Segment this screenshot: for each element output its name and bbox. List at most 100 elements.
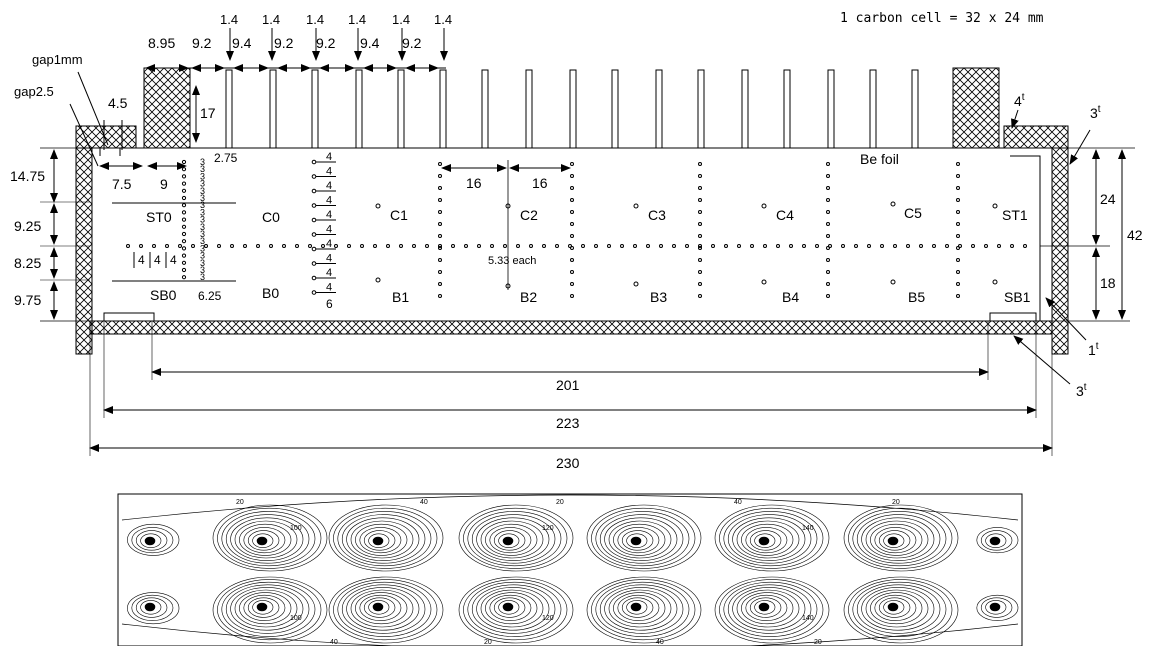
wire-point bbox=[181, 203, 187, 208]
contour-ring bbox=[741, 523, 794, 556]
wire-point bbox=[311, 246, 317, 252]
contour-peak bbox=[257, 603, 267, 611]
contour-ring bbox=[221, 581, 316, 637]
wire-point bbox=[399, 244, 403, 248]
wire-point bbox=[334, 244, 338, 248]
contour-ring bbox=[127, 523, 180, 556]
wire-point bbox=[698, 186, 702, 190]
wire-point bbox=[311, 188, 317, 194]
fin-7 bbox=[525, 69, 533, 149]
label-b0: B0 bbox=[262, 285, 279, 301]
contour-peak bbox=[145, 603, 155, 611]
fin-11 bbox=[697, 69, 705, 149]
contour-ring bbox=[586, 576, 702, 644]
left-dim-3: 8.25 bbox=[14, 255, 41, 271]
contour-ring bbox=[736, 589, 800, 628]
right-top-plate bbox=[1003, 125, 1069, 149]
contour-ring bbox=[363, 597, 396, 618]
top-pitch-label: 9.4 bbox=[232, 35, 252, 51]
wire-point bbox=[581, 244, 585, 248]
wire-point bbox=[181, 260, 187, 265]
top-pitch-label: 9.2 bbox=[274, 35, 294, 51]
wire-point bbox=[763, 244, 767, 248]
fin-15 bbox=[869, 69, 877, 149]
wire-point bbox=[984, 244, 988, 248]
wire-point bbox=[724, 244, 728, 248]
fin-4 bbox=[397, 69, 405, 149]
contour-ring bbox=[341, 584, 426, 634]
spacing-3-label: 3 bbox=[200, 207, 205, 217]
contour-ring bbox=[252, 533, 274, 548]
spacing-3-label: 3 bbox=[200, 186, 205, 196]
contour-ring bbox=[985, 600, 1007, 615]
wire-point bbox=[438, 258, 442, 262]
right-dim-42: 42 bbox=[1127, 227, 1143, 243]
contour-value: 100 bbox=[290, 615, 302, 622]
contour-value: 120 bbox=[542, 525, 554, 532]
wire-points bbox=[112, 162, 1027, 298]
left-block bbox=[143, 67, 191, 149]
contour-ring bbox=[727, 584, 812, 634]
gap1-label: gap1mm bbox=[32, 52, 83, 67]
contour-ring bbox=[247, 597, 280, 618]
dim-6: 6 bbox=[326, 297, 333, 311]
contour-ring bbox=[493, 530, 526, 551]
scale-note: 1 carbon cell = 32 x 24 mm bbox=[840, 11, 1044, 26]
contour-ring bbox=[843, 504, 959, 572]
contour-ring bbox=[856, 514, 941, 564]
wire-point bbox=[802, 244, 806, 248]
wire-point bbox=[698, 244, 702, 248]
contour-ring bbox=[239, 592, 292, 625]
wire-point bbox=[826, 162, 830, 166]
thickness-3t-arrow bbox=[1069, 129, 1091, 165]
wire-point bbox=[958, 244, 962, 248]
contour-ring bbox=[458, 576, 574, 644]
label-c2: C2 bbox=[520, 207, 538, 223]
left-dim-2: 9.25 bbox=[14, 218, 41, 234]
fin-8 bbox=[569, 69, 577, 149]
wire-point bbox=[438, 198, 442, 202]
wire-point bbox=[464, 244, 468, 248]
dim-7-5: 7.5 bbox=[112, 176, 132, 192]
top-pitch-label: 8.95 bbox=[148, 35, 175, 51]
wire-point bbox=[181, 231, 187, 237]
spacing-3-label: 3 bbox=[200, 236, 205, 246]
wire-point bbox=[956, 198, 960, 202]
wire-point bbox=[620, 244, 624, 248]
contour-ring bbox=[485, 592, 538, 625]
contour-ring bbox=[848, 579, 953, 641]
contour-ring bbox=[346, 587, 420, 631]
wire-point bbox=[826, 294, 830, 298]
wire-point bbox=[956, 222, 960, 226]
contour-ring bbox=[617, 594, 660, 621]
contour-value: 100 bbox=[290, 525, 302, 532]
contour-ring bbox=[626, 600, 648, 615]
contour-ring bbox=[368, 533, 390, 548]
wire-point bbox=[181, 253, 187, 258]
dim-16a: 16 bbox=[466, 175, 482, 191]
wire-point bbox=[945, 244, 949, 248]
contour-ring bbox=[883, 600, 905, 615]
right-dim-24: 24 bbox=[1100, 191, 1116, 207]
wire-point bbox=[1023, 244, 1027, 248]
wire-point bbox=[826, 186, 830, 190]
label-st0: ST0 bbox=[146, 209, 172, 225]
dim-2-75: 2.75 bbox=[214, 151, 238, 165]
spacing-3-label: 3 bbox=[200, 193, 205, 203]
wire-point bbox=[438, 294, 442, 298]
contour-ring bbox=[230, 517, 304, 561]
contour-ring bbox=[719, 507, 824, 569]
wire-point bbox=[890, 201, 896, 207]
wire-point bbox=[685, 244, 689, 248]
wire-point bbox=[633, 281, 639, 287]
fin-13 bbox=[783, 69, 791, 149]
wire-point bbox=[698, 258, 702, 262]
wire-point bbox=[347, 244, 351, 248]
spacing-3-label: 3 bbox=[200, 222, 205, 232]
wire-point bbox=[438, 174, 442, 178]
label-b1: B1 bbox=[392, 289, 409, 305]
contour-ring bbox=[719, 579, 824, 641]
contour-peak bbox=[631, 603, 641, 611]
